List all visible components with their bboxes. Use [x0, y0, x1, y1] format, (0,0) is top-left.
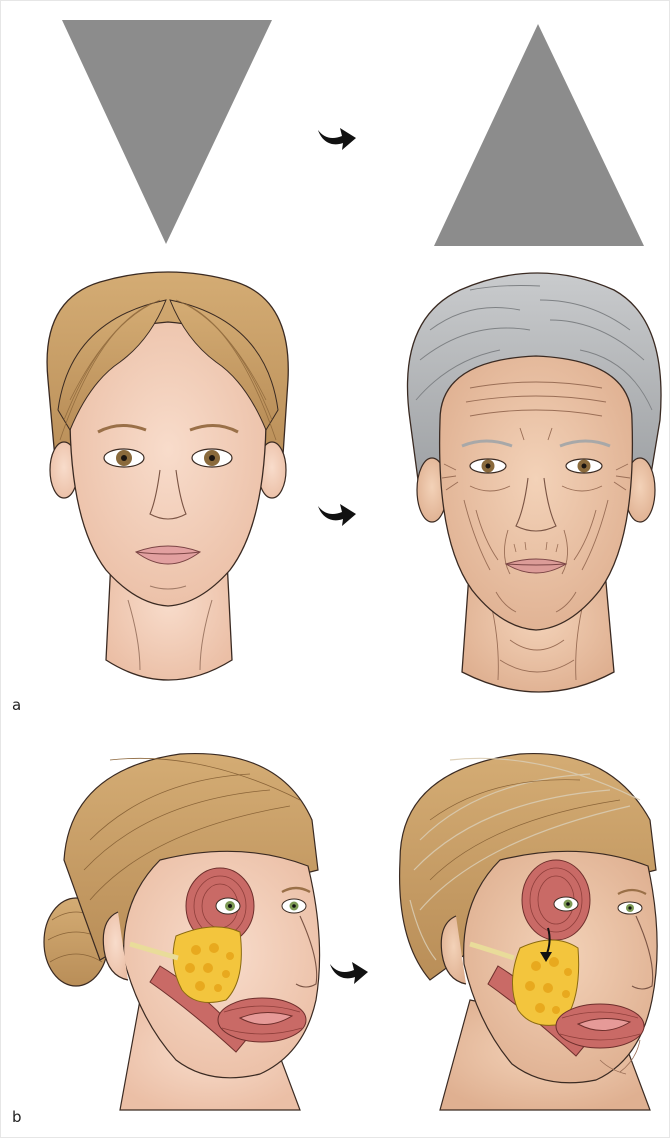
inverted-triangle [62, 20, 272, 244]
old-face-anatomy [400, 754, 658, 1110]
old-face-front [407, 273, 661, 692]
arrow-right-icon [318, 128, 356, 150]
panel-label-b: b [12, 1108, 22, 1126]
arrow-right-icon [330, 962, 368, 984]
panel-label-a: a [12, 696, 21, 714]
young-face-anatomy [44, 754, 320, 1110]
upright-triangle [434, 24, 644, 246]
arrow-right-icon [318, 504, 356, 526]
young-face-front [47, 272, 288, 680]
